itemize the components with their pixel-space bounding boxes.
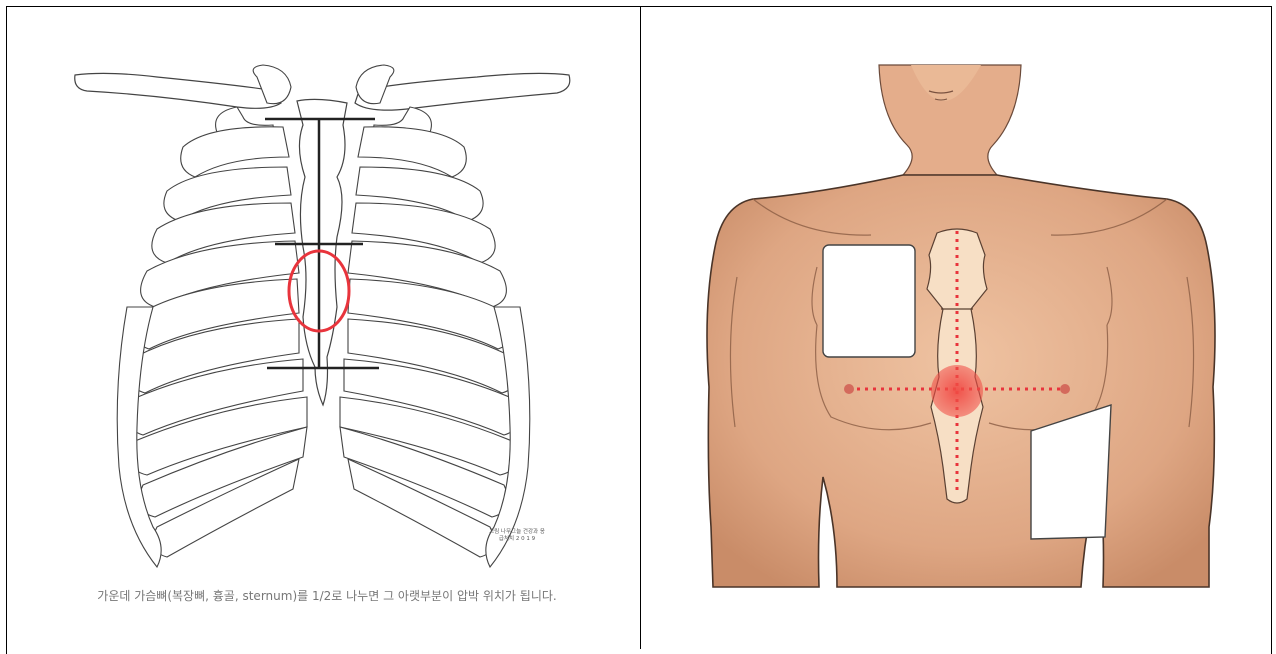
left-clavicle <box>75 73 281 108</box>
left-nipple <box>844 384 854 394</box>
right-nipple <box>1060 384 1070 394</box>
torso-panel <box>641 7 1271 649</box>
aed-pad-upper-right-chest <box>823 245 915 357</box>
ribcage-panel: 그림 나무그늘 건강과 응급처치 2 0 1 9 가운데 가슴뼈(복장뼈, 흉골… <box>7 7 640 649</box>
illustrator-watermark: 그림 나무그늘 건강과 응급처치 2 0 1 9 <box>487 529 547 543</box>
ribcage-caption: 가운데 가슴뼈(복장뼈, 흉골, sternum)를 1/2로 나누면 그 아랫… <box>57 585 597 607</box>
right-ribs <box>340 65 530 567</box>
left-ribs <box>117 65 307 567</box>
torso-illustration <box>641 7 1271 649</box>
compression-point-marker <box>931 365 983 417</box>
ribcage-illustration <box>7 7 640 649</box>
